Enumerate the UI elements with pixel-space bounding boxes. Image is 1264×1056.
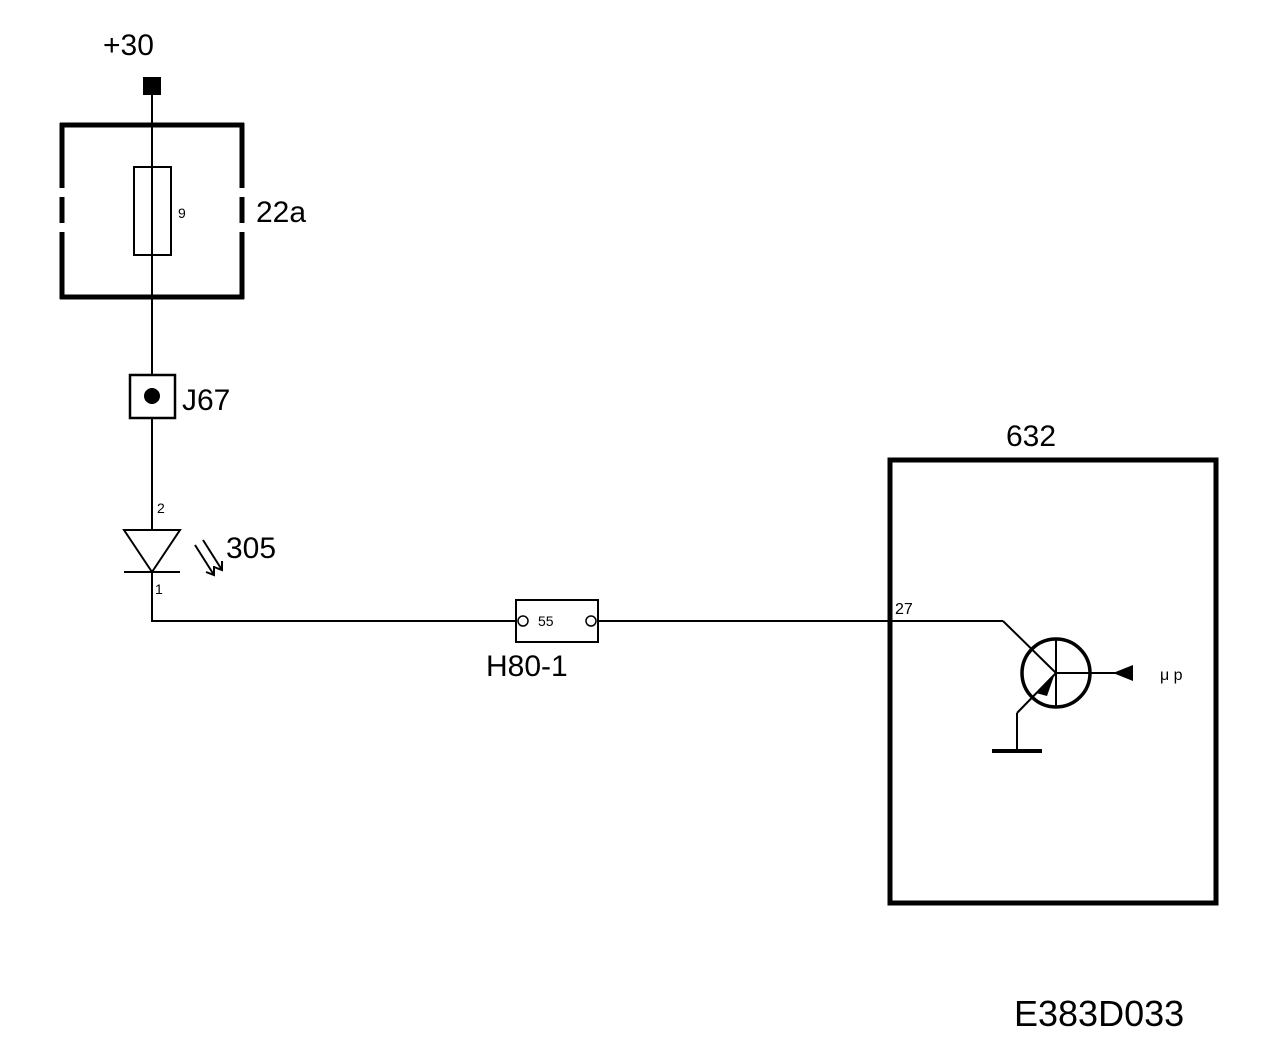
connector-h80-pin: 55 bbox=[538, 613, 554, 629]
light-emission-arrows-icon bbox=[194, 539, 223, 577]
lamp-pin-top: 2 bbox=[157, 500, 165, 516]
connector-h80 bbox=[515, 599, 599, 643]
diagram-code: E383D033 bbox=[1014, 993, 1184, 1034]
wire-lamp-to-h80 bbox=[151, 572, 516, 622]
lamp-diode-symbol bbox=[122, 529, 182, 574]
control-unit-label: 632 bbox=[1006, 420, 1056, 453]
fuse-box bbox=[59, 122, 245, 300]
control-unit-pin: 27 bbox=[895, 601, 913, 618]
lamp-label: 305 bbox=[226, 532, 276, 565]
fuse-box-label: 22a bbox=[256, 196, 306, 229]
connector-j67-pin bbox=[144, 388, 160, 404]
control-unit-box bbox=[887, 457, 1219, 906]
connector-j67-label: J67 bbox=[182, 384, 230, 417]
supply-terminal bbox=[143, 77, 161, 95]
control-unit-input-label: μ p bbox=[1160, 667, 1183, 684]
supply-label: +30 bbox=[103, 29, 154, 62]
input-arrow-icon bbox=[1113, 665, 1133, 681]
fuse-number: 9 bbox=[178, 205, 186, 221]
connector-h80-label: H80-1 bbox=[486, 650, 568, 683]
lamp-pin-bottom: 1 bbox=[155, 581, 163, 597]
transistor-symbol bbox=[992, 620, 1120, 753]
